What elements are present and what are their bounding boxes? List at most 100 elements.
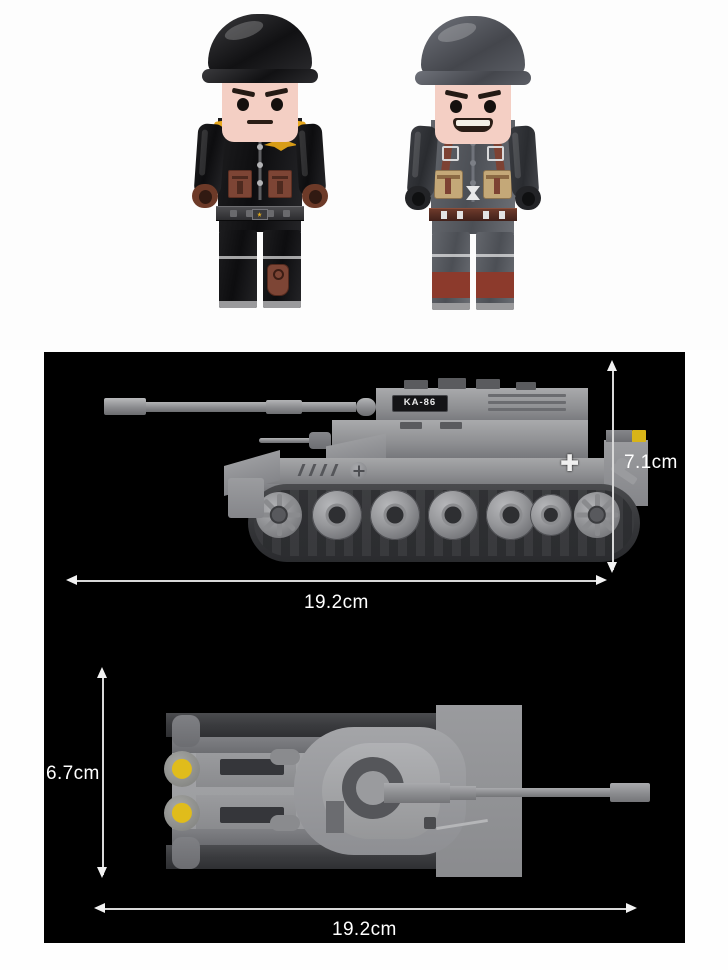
officer-legs: [219, 230, 301, 308]
hull-hatch-bolt: [350, 462, 367, 479]
strap-buckle-left-icon: [442, 146, 459, 161]
strap-buckle-right-icon: [487, 146, 504, 161]
soldier-hips: [429, 208, 517, 234]
balkenkreuz-insignia-icon: ✚: [560, 450, 580, 476]
gun-mantlet-trunnion: [356, 398, 376, 416]
tank-side-view-panel: KA-86 ✚: [44, 352, 685, 631]
eye-left: [237, 98, 249, 111]
soldier-belt: [429, 208, 517, 221]
foot-left: [432, 303, 470, 310]
officer-belt: [216, 206, 304, 221]
minifig-soldier: [368, 0, 578, 350]
length-dimension-label: 19.2cm: [304, 592, 369, 613]
top-length-arrow-left: [94, 903, 105, 913]
road-wheel-2: [370, 490, 420, 540]
mouth-grin: [453, 118, 493, 132]
belt-buckle-icon: [466, 186, 480, 200]
gun-mantlet-top: [450, 786, 476, 800]
height-arrow-bottom: [607, 562, 617, 573]
soldier-helmet-icon: [415, 16, 531, 85]
rear-stowage: [606, 430, 632, 442]
eye-right: [271, 98, 283, 111]
hand-right: [302, 184, 328, 208]
rear-stowage-lower: [172, 837, 200, 869]
width-dimension-line: [102, 675, 104, 875]
eye-right: [484, 100, 496, 113]
hull-upper: [254, 458, 614, 488]
leg-right: [263, 230, 301, 308]
road-wheel-4: [486, 490, 536, 540]
hand-left: [405, 186, 431, 210]
headlight-lower: [164, 795, 200, 831]
button-mid: [257, 162, 263, 168]
rear-hinge: [616, 458, 628, 470]
eyebrow-left: [444, 89, 469, 100]
leg-left: [432, 232, 470, 310]
helmet-highlight: [222, 17, 266, 44]
engine-grate-upper: [220, 759, 284, 775]
button-mid: [470, 160, 476, 166]
belt-buckle-icon: [252, 209, 268, 220]
mg-mount: [309, 432, 331, 449]
road-wheel-1: [312, 490, 362, 540]
coaxial-machine-gun: [259, 438, 319, 443]
rear-stowage-upper: [172, 715, 200, 747]
headlight-upper: [164, 751, 200, 787]
gun-barrel-top: [476, 788, 610, 797]
gun-barrel-collar: [266, 400, 302, 414]
gun-breech: [384, 783, 450, 803]
height-dimension-label: 7.1cm: [624, 452, 678, 473]
officer-helmet-icon: [202, 14, 318, 83]
width-arrow-bottom: [97, 867, 107, 878]
officer-hips: [216, 206, 304, 232]
engine-grate-lower: [220, 807, 284, 823]
top-length-dimension-line: [102, 908, 632, 910]
minifig-officer: [155, 0, 365, 350]
tank-top-view: [136, 691, 681, 891]
height-dimension-line: [612, 368, 614, 570]
button-upper: [257, 144, 263, 150]
length-dimension-line: [74, 580, 602, 582]
leg-right: [476, 232, 514, 310]
pistol-holster-icon: [267, 264, 289, 296]
turret-number-plate: KA-86: [392, 395, 448, 412]
tunic-placket: [471, 130, 475, 202]
road-wheel-5: [530, 494, 572, 536]
width-dimension-label: 6.7cm: [46, 763, 100, 784]
minifigures-section: [0, 0, 728, 350]
boot-left: [432, 272, 470, 298]
hull-chevron-grille: [297, 464, 345, 476]
tank-side-view: KA-86 ✚: [104, 366, 649, 576]
turret-hatch-side: [326, 801, 344, 833]
muzzle-brake-top: [610, 783, 650, 802]
gun-muzzle-brake: [104, 398, 146, 415]
button-lower: [257, 180, 263, 186]
foot-right: [263, 301, 301, 308]
rear-amber-light: [632, 430, 646, 442]
top-length-arrow-right: [626, 903, 637, 913]
mouth-frown: [247, 120, 273, 124]
soldier-legs: [432, 232, 514, 310]
width-arrow-top: [97, 667, 107, 678]
gun-barrel-inner: [302, 402, 356, 412]
gun-barrel-outer: [146, 402, 266, 412]
length-arrow-right: [596, 575, 607, 585]
eye-left: [450, 100, 462, 113]
leg-left: [219, 230, 257, 308]
helmet-highlight: [435, 19, 479, 46]
road-wheel-3: [428, 490, 478, 540]
top-length-dimension-label: 19.2cm: [332, 919, 397, 940]
foot-right: [476, 303, 514, 310]
tank-top-view-panel: 6.7cm 19.2cm: [44, 631, 685, 943]
chest-eagle-badge-icon: [264, 140, 298, 151]
length-arrow-left: [66, 575, 77, 585]
button-lower: [470, 180, 476, 186]
height-arrow-top: [607, 360, 617, 371]
eyebrow-left: [231, 87, 256, 98]
hand-left: [192, 184, 218, 208]
foot-left: [219, 301, 257, 308]
front-fender: [228, 478, 264, 518]
magazine-pouch-left-icon: [434, 170, 463, 199]
ammo-pouch-left-icon: [228, 170, 252, 198]
turret-fitting-upper: [270, 749, 300, 765]
